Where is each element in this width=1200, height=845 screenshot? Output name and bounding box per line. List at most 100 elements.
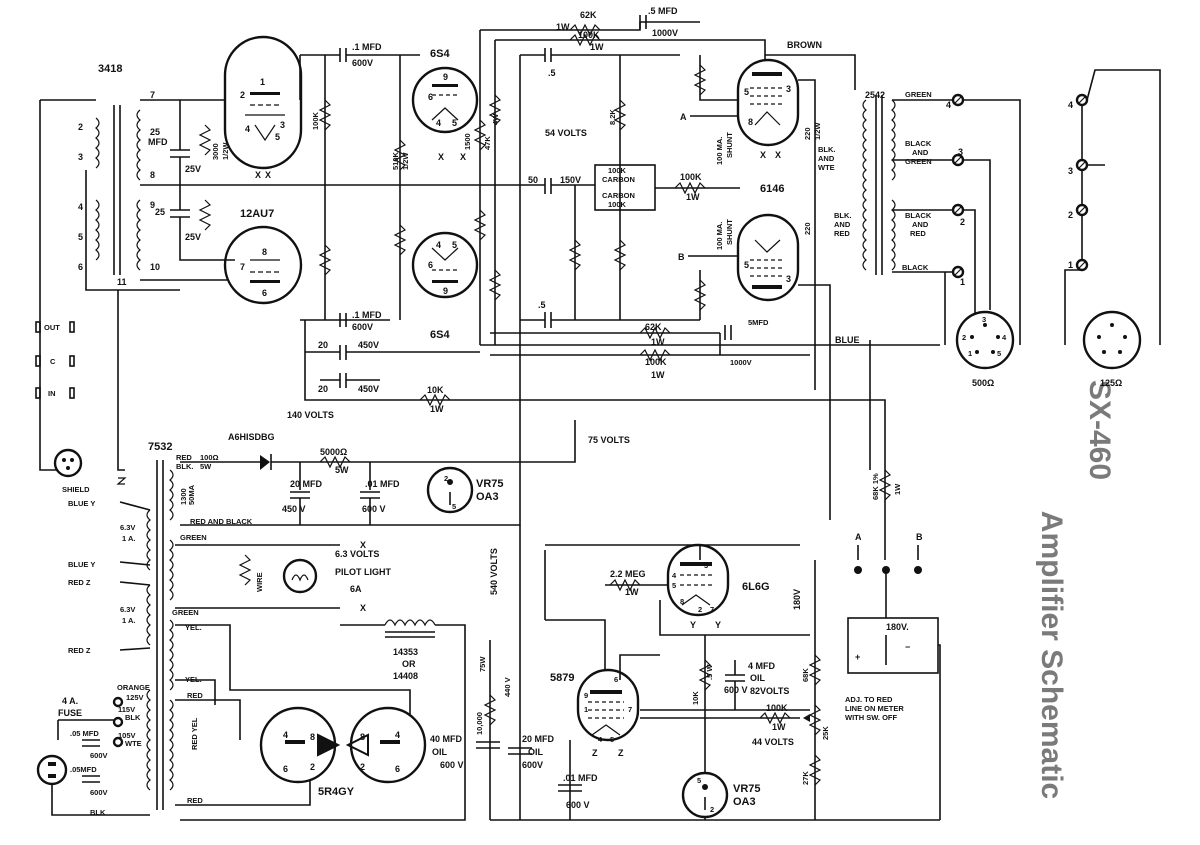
svg-text:Y: Y bbox=[715, 620, 721, 630]
svg-text:5: 5 bbox=[452, 502, 456, 511]
oa3-bottom-label: OA3 bbox=[733, 796, 756, 808]
r3000-top: 3000 bbox=[211, 143, 220, 160]
svg-text:7: 7 bbox=[628, 705, 632, 714]
bias-r10k-w: .5 W bbox=[705, 664, 714, 680]
svg-text:9: 9 bbox=[443, 72, 448, 82]
svg-text:6: 6 bbox=[428, 92, 433, 102]
output-transformer-label: 2542 bbox=[865, 90, 885, 100]
choke-alt: 14408 bbox=[393, 671, 418, 681]
svg-text:5: 5 bbox=[997, 349, 1001, 358]
svg-text:+: + bbox=[855, 652, 860, 662]
fb-r100k-bottom-w: 1W bbox=[651, 370, 665, 380]
ps-c20oil-oil: OIL bbox=[528, 747, 544, 757]
svg-text:5: 5 bbox=[744, 260, 749, 270]
carbon-r2-label: CARBON bbox=[602, 191, 635, 200]
tube-12au7-top: 2 1 3 4 5 bbox=[223, 35, 303, 170]
ps-c01b-value: .01 MFD bbox=[563, 773, 598, 783]
shunt-bottom-value: 100 MA. bbox=[715, 222, 724, 250]
grid-stopper-top-w: 1/2W bbox=[813, 122, 822, 140]
tube-5879: 9 6 1 7 4 5 Z Z bbox=[576, 668, 640, 758]
svg-text:2: 2 bbox=[240, 90, 245, 100]
tap-1-left: 1 bbox=[960, 277, 965, 287]
svg-text:4: 4 bbox=[436, 118, 441, 128]
ac-plug bbox=[36, 754, 68, 786]
wire-bg-1: BLACK bbox=[905, 139, 932, 148]
svg-text:1: 1 bbox=[260, 77, 265, 87]
wire-blkwte-3: WTE bbox=[818, 163, 835, 172]
vr75-bottom-label: VR75 bbox=[733, 783, 761, 795]
bias-r22meg: 2.2 MEG bbox=[610, 569, 646, 579]
tap-3-left: 3 bbox=[958, 147, 963, 157]
svg-text:4: 4 bbox=[598, 735, 603, 744]
ps-blue-y1: BLUE Y bbox=[68, 499, 95, 508]
svg-text:1: 1 bbox=[1068, 260, 1073, 270]
vr75-top-label: VR75 bbox=[476, 478, 504, 490]
svg-text:2: 2 bbox=[444, 474, 448, 483]
shunt-top-label: SHUNT bbox=[725, 132, 734, 158]
svg-text:2: 2 bbox=[710, 805, 714, 814]
tap-2-left: 2 bbox=[960, 217, 965, 227]
r10k-label: 10K bbox=[427, 385, 444, 395]
cap50-volt: 150V bbox=[560, 175, 581, 185]
tube-12au7-label: 12AU7 bbox=[240, 208, 274, 220]
svg-text:3: 3 bbox=[280, 120, 285, 130]
schematic-subtitle: Amplifier Schematic bbox=[1035, 511, 1068, 799]
adjust-note-3: WITH SW. OFF bbox=[845, 713, 897, 722]
input-transformer: 2 3 4 5 6 7 8 9 10 11 bbox=[78, 90, 160, 287]
output-taps-right: 4 3 2 1 bbox=[1068, 93, 1089, 272]
svg-text:X: X bbox=[360, 603, 366, 613]
meter-r68k-w: 1W bbox=[893, 483, 902, 495]
svg-text:X: X bbox=[360, 540, 366, 550]
tube-12au7-bottom: 7 8 6 bbox=[223, 225, 303, 305]
coupling-cap-bottom2: .5 bbox=[538, 300, 546, 310]
ps-blue-y2: BLUE Y bbox=[68, 560, 95, 569]
shunt-top-value: 100 MA. bbox=[715, 137, 724, 165]
c25-top-volt: 25V bbox=[185, 164, 201, 174]
bias-c4-oil: OIL bbox=[750, 673, 766, 683]
svg-text:5: 5 bbox=[452, 240, 457, 250]
r3000-top-w: 1/2W bbox=[221, 142, 230, 160]
svg-text:3: 3 bbox=[704, 561, 708, 570]
grid-r-top-w: 1/2W bbox=[401, 152, 410, 170]
fb-cap-bottom-volt: 1000V bbox=[730, 358, 752, 367]
r100-w: 5W bbox=[200, 462, 212, 471]
r5000-label: 5000Ω bbox=[320, 447, 347, 457]
svg-text:2: 2 bbox=[1068, 210, 1073, 220]
svg-text:1: 1 bbox=[968, 349, 972, 358]
carbon-r1-value: 100K bbox=[608, 166, 627, 175]
ps-105v: 105V bbox=[118, 731, 136, 740]
feedback-cap-volt: 1000V bbox=[652, 28, 678, 38]
svg-text:1: 1 bbox=[584, 705, 588, 714]
bleeder-w: 75W bbox=[478, 656, 487, 672]
svg-text:X: X bbox=[265, 170, 271, 180]
svg-text:−: − bbox=[905, 642, 910, 652]
svg-text:8: 8 bbox=[310, 732, 315, 742]
svg-text:8: 8 bbox=[680, 597, 684, 606]
volts-140-label: 140 VOLTS bbox=[287, 410, 334, 420]
svg-text:2: 2 bbox=[360, 762, 365, 772]
point-a-top: A bbox=[680, 112, 687, 122]
bias-r100k: 100K bbox=[766, 703, 788, 713]
diode-label: A6HISDBG bbox=[228, 432, 275, 442]
ps-63v-2: 6.3V bbox=[120, 605, 135, 614]
ps-wire-label: WIRE bbox=[255, 572, 264, 592]
power-transformer bbox=[146, 460, 174, 810]
volts-540-label: 540 VOLTS bbox=[489, 548, 499, 595]
adjust-note-2: LINE ON METER bbox=[845, 704, 904, 713]
filter-cap1-value: 20 bbox=[318, 340, 328, 350]
ps-wte: WTE bbox=[125, 739, 142, 748]
wire-black: BLACK bbox=[902, 263, 929, 272]
ps-orange: ORANGE bbox=[117, 683, 150, 692]
ps-c20-value: 20 MFD bbox=[290, 479, 323, 489]
feedback-r62k-w: 1W bbox=[556, 22, 570, 32]
tube-6s4-bottom-label: 6S4 bbox=[430, 329, 450, 341]
svg-text:3: 3 bbox=[786, 274, 791, 284]
svg-text:2: 2 bbox=[962, 333, 966, 342]
grid-stopper-top: 220 bbox=[803, 127, 812, 140]
volts-75-label: 75 VOLTS bbox=[588, 435, 630, 445]
wire-bg-2: AND bbox=[912, 148, 929, 157]
tube-6s4-top-label: 6S4 bbox=[430, 48, 450, 60]
r100k-mid: 100K bbox=[680, 172, 702, 182]
ps-blk-bottom: BLK bbox=[90, 808, 106, 817]
